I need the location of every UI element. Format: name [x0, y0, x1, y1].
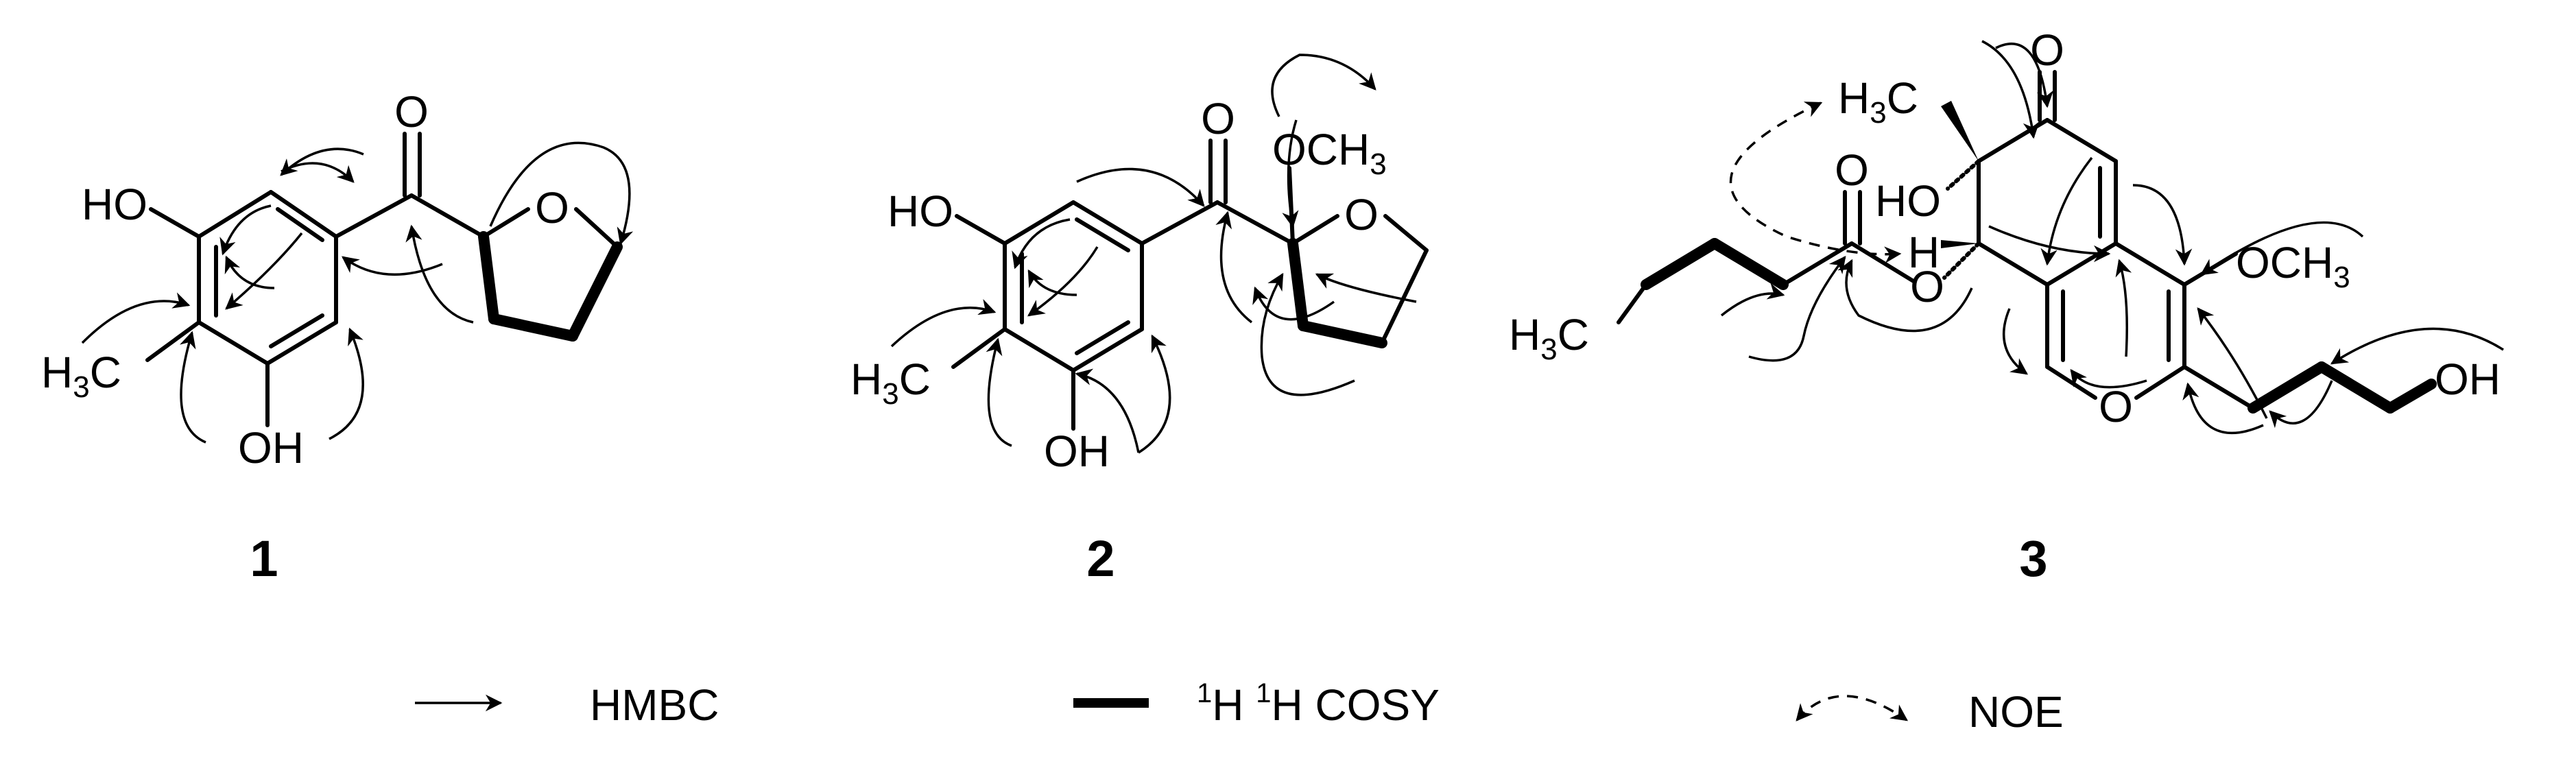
c2-carbonyl-oxygen: O: [1201, 94, 1235, 143]
c3-ester-carbonyl-oxygen: O: [1835, 145, 1869, 195]
compound-3-hmbc-arrows: [1720, 40, 2504, 435]
c2-methyl: H3C: [850, 355, 931, 411]
c3-methine-h: H: [1908, 228, 1940, 277]
compound-1-structure: O O HO OH H3C 1: [41, 87, 634, 587]
compound-2-atom-labels: O O OCH3 HO OH H3C: [850, 94, 1387, 476]
legend-cosy-label: 1H 1H COSY: [1197, 678, 1440, 730]
c2-hydroxyl-top: HO: [887, 187, 953, 236]
compound-2-structure: O O OCH3 HO OH H3C 2: [850, 53, 1429, 587]
c3-methoxy: OCH3: [2236, 238, 2350, 294]
compound-2-number: 2: [1086, 530, 1114, 587]
compound-2-bonds: [951, 139, 1429, 431]
c3-hydroxyl: HO: [1875, 176, 1941, 226]
c3-methyl: H3C: [1838, 73, 1918, 130]
legend: HMBC 1H 1H COSY NOE: [415, 678, 2064, 737]
compound-1-hmbc-arrows: [81, 141, 634, 444]
c1-ring-oxygen: O: [535, 183, 569, 232]
compound-3-structure: O H3C HO H O O H3C OCH3 O OH 3: [1509, 25, 2504, 587]
c2-methoxy: OCH3: [1272, 125, 1387, 181]
legend-noe: NOE: [1796, 687, 2064, 737]
c1-hydroxyl-top: HO: [82, 180, 147, 229]
legend-cosy: 1H 1H COSY: [1073, 678, 1440, 730]
c3-ester-oxygen: O: [1910, 262, 1944, 311]
compound-3-number: 3: [2019, 530, 2047, 587]
c1-hydroxyl-bottom: OH: [238, 423, 304, 473]
c1-carbonyl-oxygen: O: [394, 87, 429, 136]
compound-3-noe-arrow: [1729, 101, 1902, 263]
legend-noe-label: NOE: [1968, 687, 2064, 737]
compound-1-bonds: [145, 132, 623, 427]
compound-3-atom-labels: O H3C HO H O O H3C OCH3 O OH: [1509, 25, 2501, 431]
c2-ring-oxygen: O: [1344, 190, 1379, 239]
c3-ketone-oxygen: O: [2030, 25, 2064, 75]
c3-terminal-methyl: H3C: [1509, 310, 1589, 366]
noe-dashed-arrow-icon: [1796, 695, 1909, 721]
c2-hydroxyl-bottom: OH: [1044, 427, 1110, 476]
legend-hmbc: HMBC: [415, 680, 719, 730]
compound-1-atom-labels: O O HO OH H3C: [41, 87, 569, 473]
c3-terminal-hydroxyl: OH: [2435, 355, 2501, 404]
legend-hmbc-label: HMBC: [590, 680, 719, 730]
c1-methyl: H3C: [41, 348, 121, 404]
compound-1-number: 1: [250, 530, 278, 587]
compound-2-hmbc-arrows: [890, 53, 1417, 454]
c3-pyran-oxygen: O: [2099, 382, 2133, 431]
